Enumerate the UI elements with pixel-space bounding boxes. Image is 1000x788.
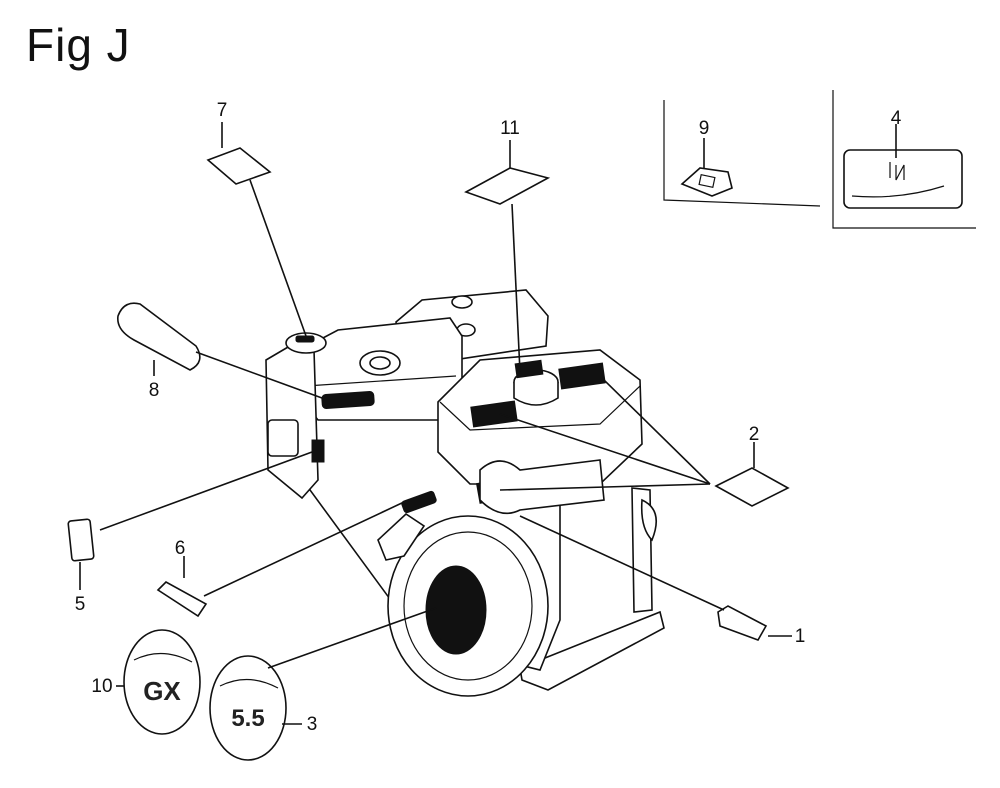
emblem-10: GX: [123, 629, 201, 735]
callout-3: 3: [307, 714, 318, 735]
label-2-sticker: [714, 467, 790, 507]
callout-numbers: 7 11 9 4 8 2 5 6 1 10 3: [75, 100, 902, 735]
inset-box-9: [663, 100, 821, 207]
engine-body: [265, 289, 643, 697]
label-8-sticker: [117, 302, 201, 371]
callout-6: 6: [175, 538, 186, 559]
emblem-3-text: 5.5: [231, 705, 264, 732]
label-11-sticker: [464, 167, 551, 205]
callout-4: 4: [891, 108, 902, 129]
engine-base: [519, 487, 665, 691]
figure-title: Fig J: [26, 19, 131, 71]
callout-5: 5: [75, 594, 86, 615]
callout-9: 9: [699, 118, 710, 139]
emblem-3: 5.5: [209, 655, 287, 761]
label-7-sticker: [206, 147, 272, 185]
emblem-10-text: GX: [143, 676, 181, 706]
leader-lines: [79, 122, 897, 725]
inset-box-4: [832, 90, 976, 229]
label-6-sticker: [156, 581, 208, 618]
callout-2: 2: [749, 424, 760, 445]
callout-1: 1: [795, 626, 806, 647]
label-5-sticker: [67, 518, 95, 562]
label-1-sticker: [717, 605, 768, 641]
callout-8: 8: [149, 380, 160, 401]
callout-7: 7: [217, 100, 228, 121]
callout-10: 10: [91, 676, 112, 697]
callout-11: 11: [500, 118, 520, 139]
